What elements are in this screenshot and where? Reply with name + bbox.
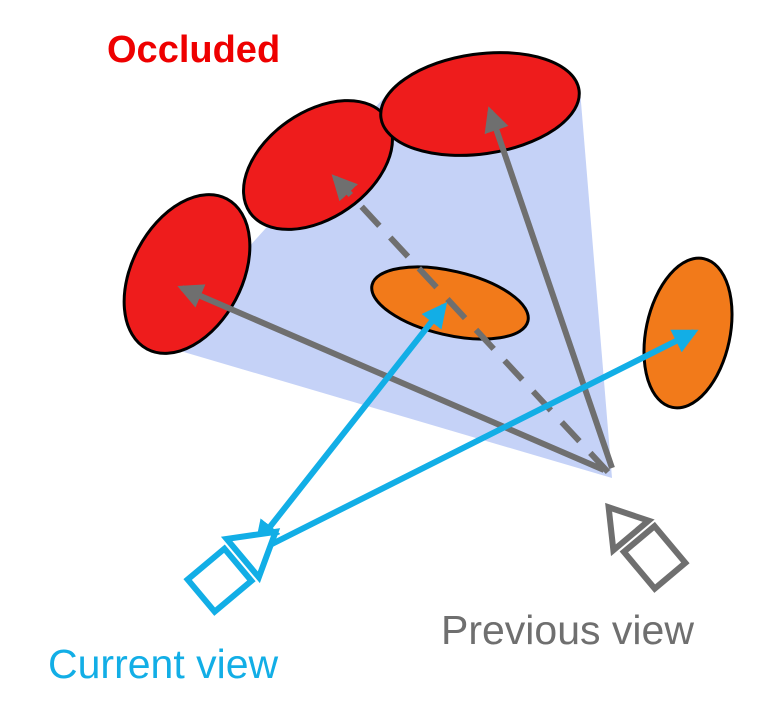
occluded-object-3 bbox=[379, 51, 581, 157]
current-camera-icon bbox=[183, 528, 281, 616]
previous-ray-top bbox=[484, 106, 615, 469]
current-view-label: Current view bbox=[48, 641, 279, 687]
occluded-object-1 bbox=[122, 193, 252, 355]
occluded-label: Occluded bbox=[107, 29, 280, 71]
previous-camera-icon bbox=[605, 502, 690, 593]
current-ray-center bbox=[254, 302, 448, 546]
previous-ray-occluded-dashed bbox=[331, 174, 611, 475]
previous-view-label: Previous view bbox=[441, 607, 694, 653]
current-ray-right bbox=[262, 329, 699, 551]
